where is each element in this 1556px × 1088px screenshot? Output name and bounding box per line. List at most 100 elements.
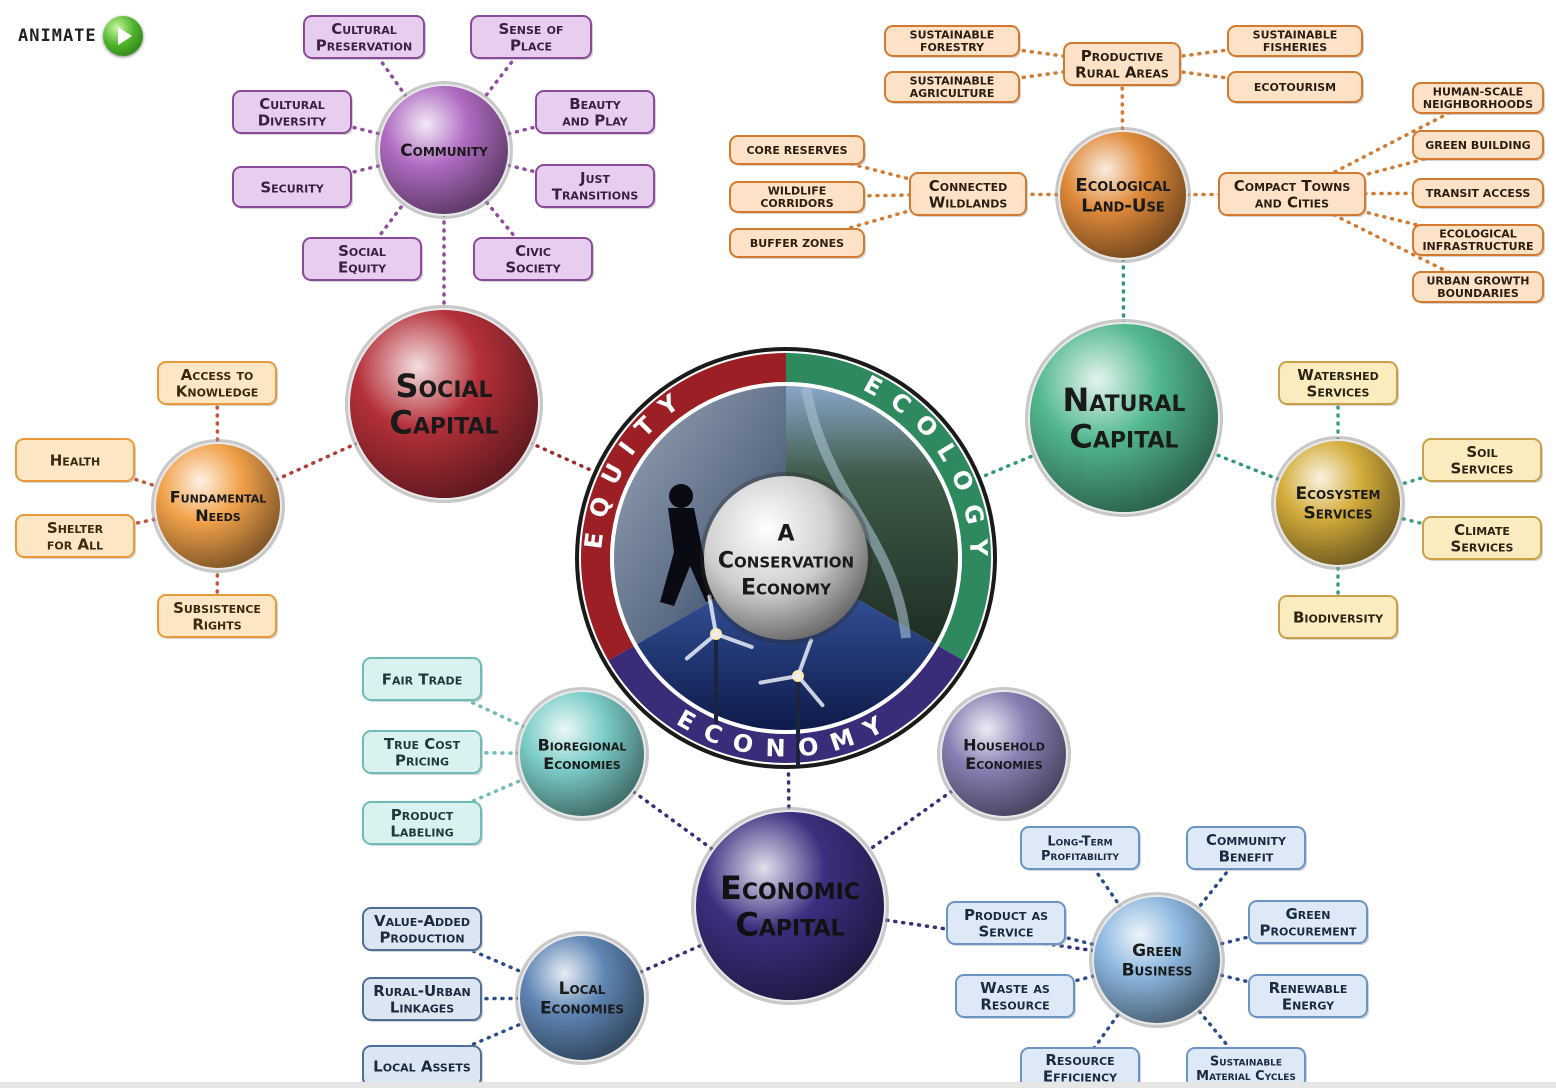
equity-segment [580, 353, 786, 661]
capital-economic-line: Capital [735, 906, 844, 944]
leaf-long-term-profitability-line: Profitability [1041, 849, 1119, 864]
center-title-line: Economy [741, 576, 832, 601]
leaf-health-box[interactable]: Health [15, 438, 136, 483]
leaf-ecotourism-line: ECOTOURISM [1254, 81, 1336, 94]
economy-segment [608, 646, 964, 764]
leaf-buffer-zones-box[interactable]: BUFFER ZONES [729, 228, 866, 259]
connector [795, 148, 970, 196]
hub-local-economies-line: Local [559, 979, 606, 999]
hub-community-node[interactable]: Community [375, 81, 513, 219]
hub-fundamental-needs-line: Needs [195, 506, 241, 525]
leaf-transit-access-box[interactable]: TRANSIT ACCESS [1412, 178, 1545, 209]
leaf-subsistence-rights-line: Subsistence [173, 599, 261, 617]
leaf-green-building-box[interactable]: GREEN BUILDING [1412, 130, 1545, 161]
leaf-biodiversity-box[interactable]: Biodiversity [1278, 595, 1399, 640]
leaf-just-transitions-line: Transitions [552, 186, 639, 204]
leaf-ecotourism-box[interactable]: ECOTOURISM [1227, 71, 1364, 104]
leaf-cultural-diversity-line: Cultural [259, 95, 325, 113]
leaf-sense-of-place-line: Sense of [498, 20, 563, 38]
leaf-fair-trade-box[interactable]: Fair Trade [362, 657, 483, 702]
leaf-beauty-and-play-line: and Play [562, 112, 629, 130]
hub-community-line: Community [400, 141, 488, 161]
leaf-ecological-infrastructure-line: INFRASTRUCTURE [1422, 240, 1533, 253]
wind-turbine [684, 594, 754, 724]
hub-green-business-line: Business [1122, 961, 1193, 981]
subhub-productive-rural-areas-line: Productive [1081, 47, 1164, 65]
capital-economic-line: Economic [720, 869, 860, 907]
leaf-green-procurement-line: Green [1285, 905, 1330, 923]
hub-ecological-land-use-line: Ecological [1075, 175, 1170, 196]
leaf-climate-services-line: Services [1451, 538, 1514, 556]
footer-strip [0, 1082, 1556, 1088]
leaf-watershed-services-line: Watershed [1297, 366, 1378, 384]
play-icon[interactable] [102, 16, 143, 56]
leaf-product-as-service-line: Product as [964, 906, 1048, 924]
leaf-security-box[interactable]: Security [232, 166, 353, 209]
leaf-sustainable-agriculture-line: AGRICULTURE [910, 87, 995, 100]
connector [580, 904, 792, 1000]
leaf-waste-as-resource-line: Resource [980, 996, 1049, 1014]
animate-label[interactable]: ANIMATE [18, 26, 97, 46]
leaf-local-assets-box[interactable]: Local Assets [362, 1045, 483, 1088]
leaf-core-reserves-box[interactable]: CORE RESERVES [729, 135, 866, 166]
leaf-ecological-infrastructure-line: ECOLOGICAL [1439, 228, 1517, 241]
leaf-cultural-diversity-line: Diversity [258, 112, 328, 130]
leaf-urban-growth-boundaries-line: BOUNDARIES [1437, 287, 1519, 300]
leaf-security-line: Security [260, 178, 324, 196]
leaf-wildlife-corridors-line: WILDLIFE [768, 185, 827, 198]
center-title-line: A [777, 522, 794, 547]
animate-control[interactable]: ANIMATE [18, 16, 143, 56]
subhub-connected-wildlands-line: Connected [929, 177, 1008, 195]
leaf-just-transitions-line: Just [579, 169, 610, 187]
leaf-product-as-service-line: Service [979, 923, 1034, 941]
leaf-soil-services-line: Services [1451, 460, 1514, 478]
leaf-human-scale-neighborhoods-line: NEIGHBORHOODS [1423, 98, 1533, 111]
